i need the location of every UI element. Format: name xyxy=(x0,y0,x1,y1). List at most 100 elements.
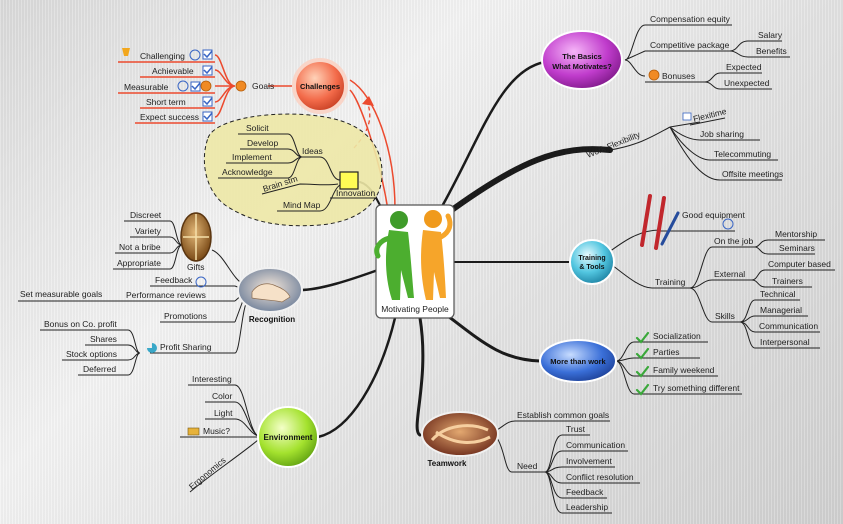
idea-solicit: Solicit xyxy=(246,123,269,133)
gift-discreet: Discreet xyxy=(130,210,162,220)
package-fan xyxy=(729,40,749,58)
onjob-fan xyxy=(754,239,769,255)
more-lines xyxy=(615,341,742,395)
need-trust: Trust xyxy=(566,424,586,434)
need-underlines xyxy=(562,434,640,514)
tools-node[interactable] xyxy=(569,239,615,285)
goal-underlines xyxy=(118,61,215,124)
gift-appropriate: Appropriate xyxy=(117,258,161,268)
computer-based: Computer based xyxy=(768,259,831,269)
profit-underlines xyxy=(40,329,128,376)
performance-label: Performance reviews xyxy=(126,290,206,300)
more-try: Try something different xyxy=(653,383,740,393)
bonuses: Bonuses xyxy=(662,71,695,81)
need-leadership: Leadership xyxy=(566,502,608,512)
center-label: Motivating People xyxy=(381,304,449,314)
challenging-trophy-icon xyxy=(122,48,130,56)
promotions-label: Promotions xyxy=(164,311,207,321)
music-icon xyxy=(187,427,200,436)
more-node[interactable] xyxy=(539,339,617,383)
flexitime-flag-icon xyxy=(682,112,692,121)
training-underlines xyxy=(712,246,755,323)
flex-offsite: Offsite meetings xyxy=(722,169,783,179)
on-the-job: On the job xyxy=(714,236,753,246)
hands-icon xyxy=(430,424,491,444)
env-light: Light xyxy=(214,408,233,418)
goal-measurable: Measurable xyxy=(124,82,169,92)
innovation-lines xyxy=(218,133,375,212)
basics-fan xyxy=(624,24,646,77)
skill-managerial: Managerial xyxy=(760,305,802,315)
idea-develop: Develop xyxy=(247,138,278,148)
challenges-node[interactable] xyxy=(292,58,348,114)
gifts-ribbon-icon xyxy=(183,214,209,260)
flex-lines xyxy=(609,121,782,181)
team-goals: Establish common goals xyxy=(517,410,609,420)
need-fan xyxy=(544,434,563,514)
training-label: Training xyxy=(655,277,686,287)
idea-fan xyxy=(287,133,303,179)
seminars: Seminars xyxy=(779,243,815,253)
gifts-label: Gifts xyxy=(187,262,204,272)
innovation-label: Innovation xyxy=(336,188,375,198)
bonus-expected: Expected xyxy=(726,62,762,72)
branch-more xyxy=(438,308,542,363)
profit-stock: Stock options xyxy=(66,349,117,359)
comp-package: Competitive package xyxy=(650,40,730,50)
handshake-icon xyxy=(251,283,291,303)
flex-main-underline xyxy=(609,126,671,151)
basics-label-1: The Basics xyxy=(562,52,602,61)
ideas-to-innovation xyxy=(302,156,341,181)
teamwork-label: Teamwork xyxy=(428,459,468,468)
ideas-label: Ideas xyxy=(302,146,323,156)
challenges-label: Challenges xyxy=(300,82,340,91)
pliers-icon xyxy=(640,194,666,250)
teamwork-image[interactable] xyxy=(421,411,499,457)
branch-basics xyxy=(438,60,547,212)
skill-interpersonal: Interpersonal xyxy=(760,337,810,347)
env-ergonomics: Ergonomics xyxy=(187,455,228,492)
checkmark-icon xyxy=(191,50,213,121)
branch-teamwork xyxy=(415,316,425,437)
screwdriver-icon xyxy=(660,211,680,246)
need-conflict: Conflict resolution xyxy=(566,472,634,482)
more-underlines xyxy=(634,341,742,395)
tools-label-2: & Tools xyxy=(579,264,604,271)
goals-label: Goals xyxy=(252,81,274,91)
basics-label-2: What Motivates? xyxy=(552,62,612,71)
external-underlines xyxy=(765,269,835,288)
help-icon xyxy=(177,49,734,288)
goal-short-term: Short term xyxy=(146,97,186,107)
team-need-link xyxy=(496,437,545,473)
timer-icon xyxy=(200,80,212,92)
profit-shares: Shares xyxy=(90,334,117,344)
recognition-label: Recognition xyxy=(249,315,295,324)
branch-environment xyxy=(316,316,397,439)
gift-not-bribe: Not a bribe xyxy=(119,242,161,252)
comp-equity: Compensation equity xyxy=(650,14,731,24)
environment-node[interactable] xyxy=(257,406,319,468)
branch-flex xyxy=(442,146,613,218)
branch-challenges xyxy=(349,89,389,211)
equipment-link xyxy=(604,229,661,256)
training-link xyxy=(611,264,653,289)
training-fan xyxy=(689,246,713,323)
check-icon xyxy=(635,331,650,396)
benefits: Benefits xyxy=(756,46,787,56)
main-branches xyxy=(298,60,613,439)
recognition-underlines xyxy=(18,285,235,354)
salary: Salary xyxy=(758,30,783,40)
skills: Skills xyxy=(715,311,735,321)
gifts-to-recognition xyxy=(211,249,246,286)
basics-node[interactable] xyxy=(541,30,623,90)
more-family: Family weekend xyxy=(653,365,715,375)
feedback-label: Feedback xyxy=(155,275,193,285)
innovation-square-icon xyxy=(339,171,359,190)
profit-fan xyxy=(127,329,141,376)
need-communication: Communication xyxy=(566,440,625,450)
skill-communication: Communication xyxy=(759,321,818,331)
goal-achievable: Achievable xyxy=(152,66,194,76)
basics-lines xyxy=(624,24,790,90)
